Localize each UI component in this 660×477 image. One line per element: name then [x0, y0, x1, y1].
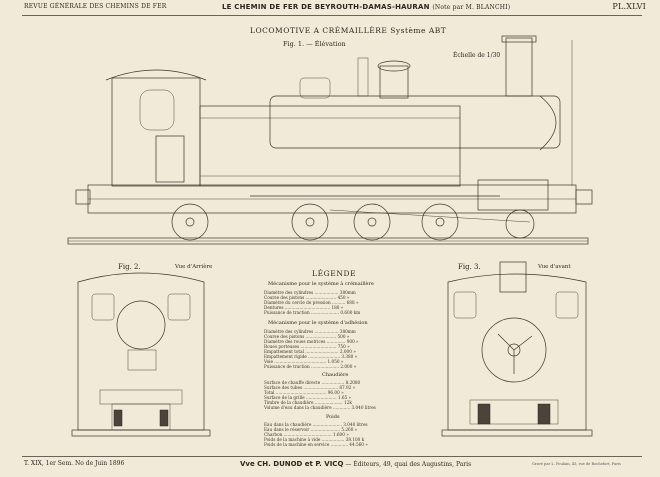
side-elevation [67, 35, 593, 245]
plate-number: PL.XLVI [612, 2, 646, 11]
front-wheel [505, 209, 535, 239]
smokebox-front [481, 317, 547, 383]
legend-row: Puissance de traction ..................… [264, 364, 357, 369]
scale-label: Échelle de 1/30 [453, 52, 501, 59]
rear-view-body [77, 272, 205, 431]
legend-row: Diamètre du cercle de pression .........… [264, 300, 359, 305]
driving-wheel-1 [291, 203, 329, 241]
cab-roof [105, 69, 207, 81]
journal-name: REVUE GÉNÉRALE DES CHEMINS DE FER [24, 3, 167, 10]
rear-view [71, 272, 211, 437]
publisher-name: Vve CH. DUNOD et P. VICQ [240, 460, 344, 468]
issue-reference: T. XIX, 1er Sem. No de Juin 1896 [24, 460, 125, 467]
footer-rule [22, 456, 642, 457]
rear-window-right [167, 293, 191, 321]
front-window-right [555, 291, 579, 319]
front-window-left [453, 291, 477, 319]
cylinder [477, 179, 549, 211]
legend-row: Diamètre des roues motrices ............… [264, 339, 359, 344]
fig1-label: Fig. 1. — Élévation [283, 40, 346, 48]
firebox-backplate [116, 300, 166, 350]
rear-wheel [171, 203, 209, 241]
plate-title-text: LE CHEMIN DE FER DE BEYROUTH-DAMAS-HAURA… [222, 3, 430, 11]
legend-weight-rows: Eau dans la chaudière ..................… [264, 422, 368, 447]
side-tank [199, 105, 461, 187]
front-chimney [499, 261, 527, 293]
fig2-view-label: Vue d'Arrière [175, 264, 213, 270]
legend-rack-rows: Diamètre des cylindres .................… [264, 290, 360, 315]
legend-section-rack: Mécanisme pour le système à crémaillère [268, 281, 374, 287]
legend-row: Charbon ................................… [264, 432, 349, 437]
rear-step-left [113, 409, 123, 427]
driving-wheel-3 [421, 203, 459, 241]
legend-row: Empattement rigide .....................… [264, 354, 358, 359]
legend-row: Surface de chauffe directe .............… [264, 380, 361, 385]
legend-title: LÉGENDE [312, 269, 357, 278]
legend-row: Surface des tubes ......................… [264, 385, 356, 390]
front-view [441, 261, 593, 437]
legend-section-adhesion: Mécanisme pour le système d'adhésion [268, 320, 368, 326]
legend-adhesion-rows: Diamètre des cylindres .................… [264, 329, 359, 369]
plate-author: (Note par M. BLANCHI) [432, 4, 511, 11]
chimney [505, 37, 533, 97]
legend-row: Poids de la machine en service .........… [264, 442, 368, 447]
legend-row: Dentures ...............................… [264, 305, 344, 310]
smokebox-door [539, 95, 557, 151]
legend-row: Roues porteuses ........................… [264, 344, 350, 349]
sand-box [299, 77, 331, 99]
front-view-body [447, 273, 587, 431]
legend-row: Diamètre des cylindres .................… [264, 290, 356, 295]
rear-window-left [91, 293, 115, 321]
front-cylinder-left [477, 403, 491, 425]
legend-row: Volume d'eau dans la chaudière .........… [264, 405, 376, 410]
legend-row: Diamètre des cylindres .................… [264, 329, 356, 334]
front-buffer-beam [441, 429, 593, 437]
engraver-credit: Gravé par L. Poulain, 45, rue de Rochefo… [532, 462, 621, 466]
cab-door [155, 135, 185, 183]
fig3-view-label: Vue d'avant [538, 264, 571, 270]
front-cylinder-right [537, 403, 551, 425]
legend-row: Voie ...................................… [264, 359, 344, 364]
rear-buffer-beam [71, 429, 211, 437]
firebox-door [127, 349, 157, 371]
legend-row: Course des pistons .....................… [264, 295, 350, 300]
legend-row: Course des pistons .....................… [264, 334, 350, 339]
legend-row: Eau dans le réservoir ..................… [264, 427, 358, 432]
header-rule [22, 15, 642, 16]
plate-title: LE CHEMIN DE FER DE BEYROUTH-DAMAS-HAURA… [222, 3, 510, 11]
steam-dome [379, 65, 409, 99]
fig2-label: Fig. 2. [118, 263, 141, 271]
legend-row: Empattement total ......................… [264, 349, 356, 354]
publisher-address: — Éditeurs, 49, quai des Augustins, Pari… [345, 461, 472, 468]
legend-row: Puissance de traction ..................… [264, 310, 361, 315]
front-buffer [575, 189, 593, 205]
legend-section-weights: Poids [326, 414, 340, 420]
legend-section-boiler: Chaudière [322, 372, 349, 378]
legend-row: Surface de la grille ...................… [264, 395, 352, 400]
rear-buffer [75, 189, 91, 205]
legend-row: Eau dans la chaudière ..................… [264, 422, 368, 427]
publisher-line: Vve CH. DUNOD et P. VICQ — Éditeurs, 49,… [240, 460, 471, 468]
boiler [269, 95, 561, 149]
legend-row: Poids de la machine à vide .............… [264, 437, 365, 442]
fig3-label: Fig. 3. [458, 263, 481, 271]
cab-window [139, 89, 175, 131]
rear-step-right [159, 409, 169, 427]
driving-wheel-2 [353, 203, 391, 241]
drawing-subtitle: LOCOMOTIVE A CRÉMAILLÈRE Système ABT [250, 26, 447, 35]
legend-boiler-rows: Surface de chauffe directe .............… [264, 380, 376, 410]
legend-row: Total ..................................… [264, 390, 344, 395]
safety-valve [357, 57, 369, 97]
legend-row: Timbre de la chaudière .................… [264, 400, 352, 405]
